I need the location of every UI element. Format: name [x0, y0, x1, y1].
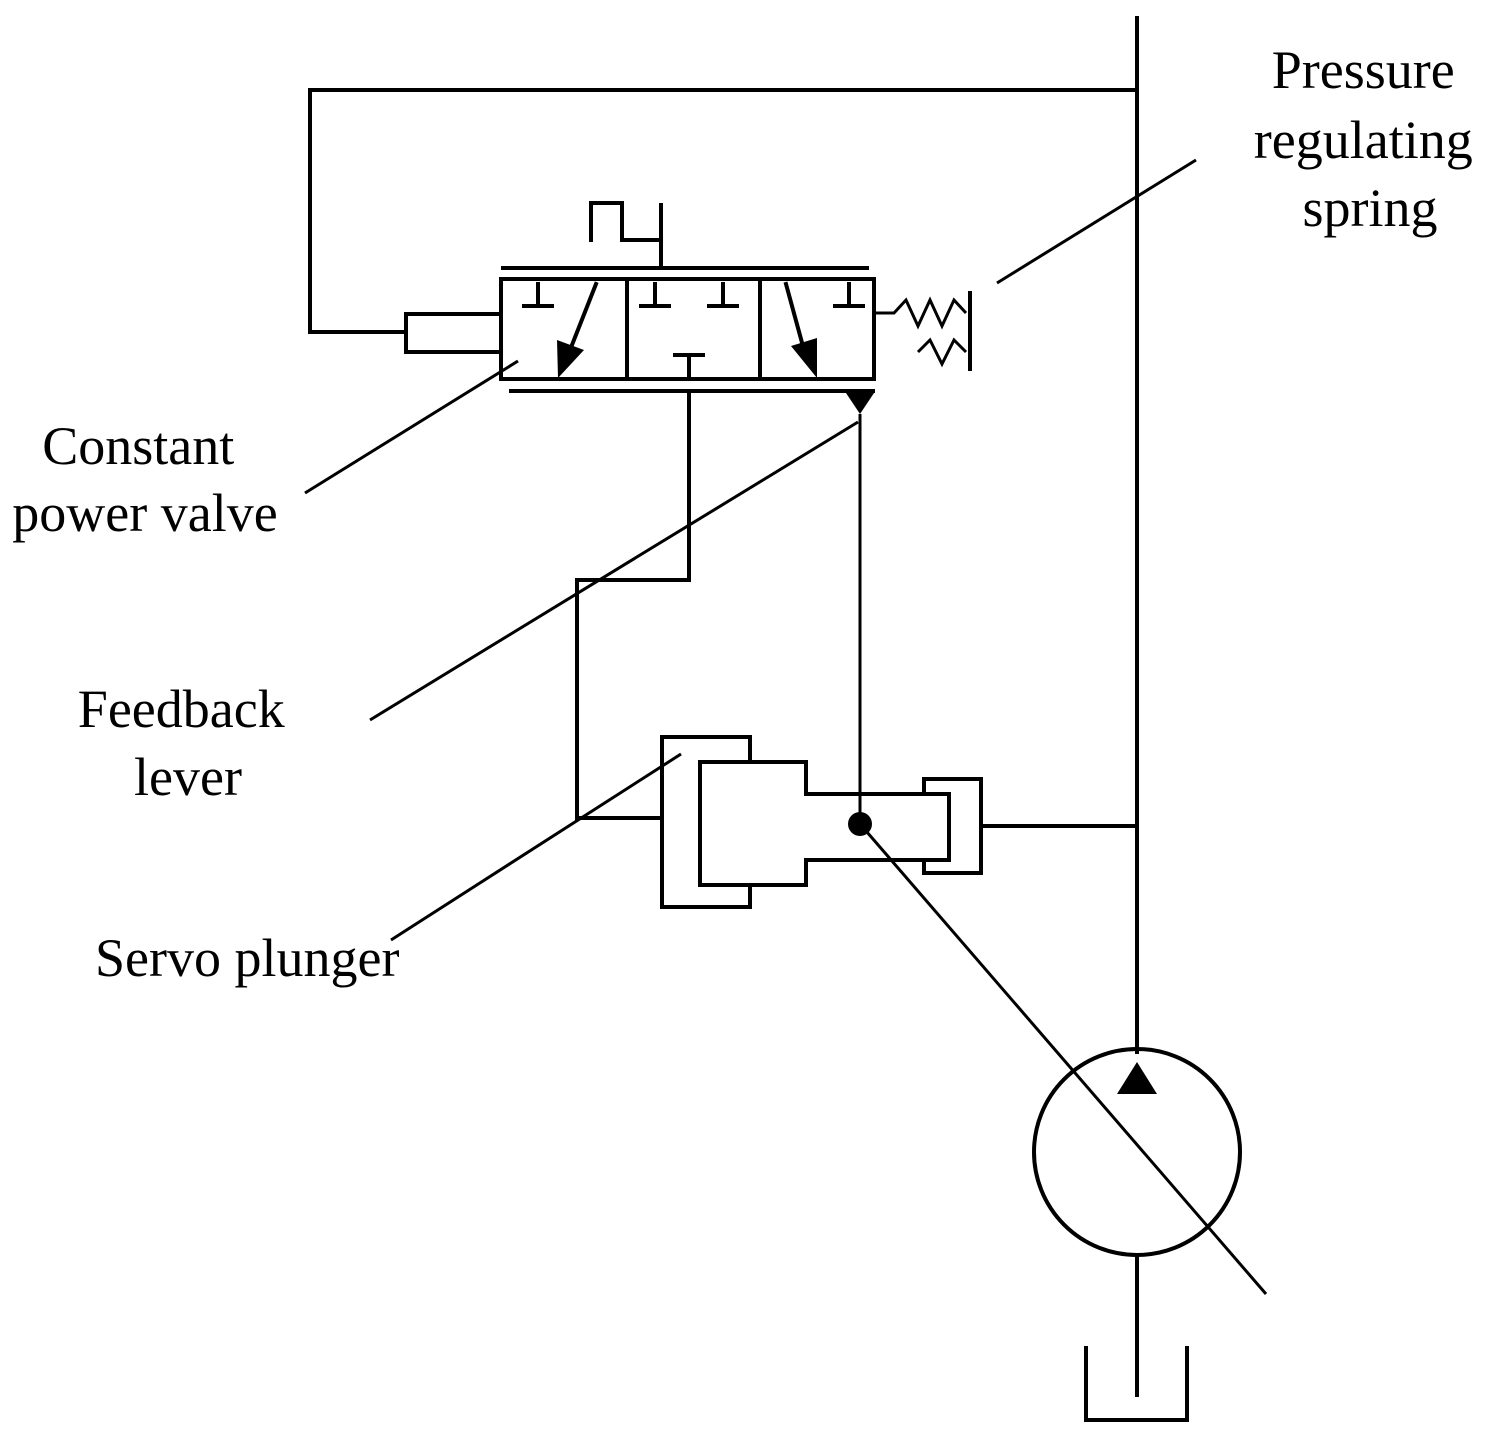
label-line: regulating — [1254, 110, 1473, 170]
pressure-line — [308, 16, 1139, 1054]
label-servo-plunger: Servo plunger — [95, 928, 399, 988]
label-line: power valve — [12, 483, 277, 543]
label-line: spring — [1303, 178, 1438, 238]
label-line: Constant — [42, 416, 234, 476]
constant-power-valve — [499, 201, 876, 393]
tank — [1084, 1346, 1189, 1422]
label-line: lever — [134, 747, 242, 807]
leader-servo-plunger — [390, 752, 682, 942]
label-line: Feedback — [78, 679, 285, 739]
label-pressure-regulating-spring: Pressure regulating spring — [1254, 40, 1486, 238]
feedback-lever-pivot — [846, 393, 874, 414]
servo-plunger — [698, 760, 951, 887]
valve-pilot-actuator — [404, 312, 503, 354]
label-feedback-lever: Feedback lever — [78, 679, 298, 807]
control-line — [575, 389, 691, 820]
leader-constant-power-valve — [304, 359, 519, 495]
leader-pressure-spring — [996, 158, 1197, 285]
pressure-regulating-spring — [874, 291, 972, 371]
leader-feedback-lever — [369, 420, 859, 722]
variable-displacement-arrow — [858, 823, 1268, 1295]
label-line: Pressure — [1272, 40, 1455, 100]
variable-pump — [1032, 1047, 1242, 1397]
label-constant-power-valve: Constant power valve — [12, 416, 277, 543]
